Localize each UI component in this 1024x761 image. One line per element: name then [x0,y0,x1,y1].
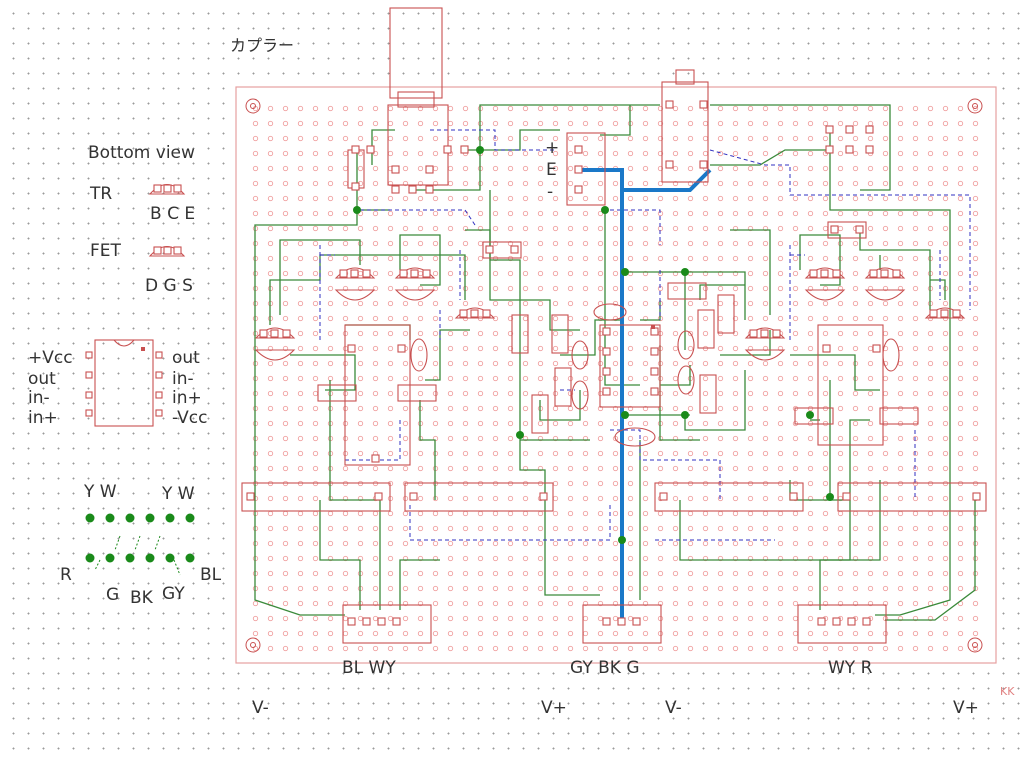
regulator-pin-minus: - [547,182,554,202]
connector-legend-right: BL [200,565,222,585]
pcb-board [235,86,997,664]
solder-nodes [353,146,834,544]
connector-legend-top-left: Y W [84,482,117,502]
connector-center [582,604,662,644]
connector-center-label: GY BK G [570,658,640,678]
terminal-strip [837,482,987,512]
coupler-title: カプラー [230,36,295,55]
connector-legend-top-right: Y W [162,484,195,504]
ic-pin-right-3: in+ [172,388,202,408]
connector-pin-legend [85,513,195,576]
connector-right-label: WY R [828,658,873,678]
ic-legend [85,325,655,427]
supply-label-2: V+ [541,698,567,718]
connector-left-label: BL WY [342,658,396,678]
supply-label-4: V+ [953,698,979,718]
connector-legend-bk: BK [130,588,153,608]
ic-pin-left-4: in+ [28,408,58,428]
pads [153,100,981,626]
ic-pin-left-1: +Vcc [28,348,73,368]
mounting-hole [967,637,983,653]
connector-legend-gy: GY [162,584,185,604]
ic-pin-left-2: out [28,369,56,389]
fet-pin-labels: D G S [145,276,193,296]
ic-pin-right-1: out [172,348,200,368]
connector-left [342,604,432,644]
tr-pin-labels: B C E [150,204,196,224]
regulator [566,132,606,206]
regulator-pin-e: E [546,160,557,180]
terminal-strip [241,482,391,512]
mounting-hole [245,98,261,114]
mounting-hole [250,642,256,648]
mounting-hole [972,642,978,648]
fet-label: FET [90,241,121,261]
mounting-hole [972,103,978,109]
coupler-connector [389,7,443,99]
ic-pin-left-3: in- [28,388,50,408]
connector-legend-g: G [106,585,120,605]
mounting-hole [245,637,261,653]
op-amp-ic [599,324,661,408]
ic-pin-right-2: in- [172,369,194,389]
supply-label-3: V- [665,698,682,718]
regulator-pin-plus: + [545,138,560,158]
components [241,7,987,644]
watermark: KK [1000,685,1015,698]
connector-right [797,604,887,644]
ic-pin-right-4: -Vcc [172,408,208,428]
jack-connector [661,81,709,183]
shield-wire [580,168,712,620]
bottom-view-heading: Bottom view [88,143,195,163]
supply-label-1: V- [252,698,269,718]
terminal-strip [404,482,554,512]
terminal-strip [654,482,804,512]
mounting-hole [967,98,983,114]
mounting-hole [250,103,256,109]
connector-legend-left: R [60,565,72,585]
tr-label: TR [90,184,113,204]
